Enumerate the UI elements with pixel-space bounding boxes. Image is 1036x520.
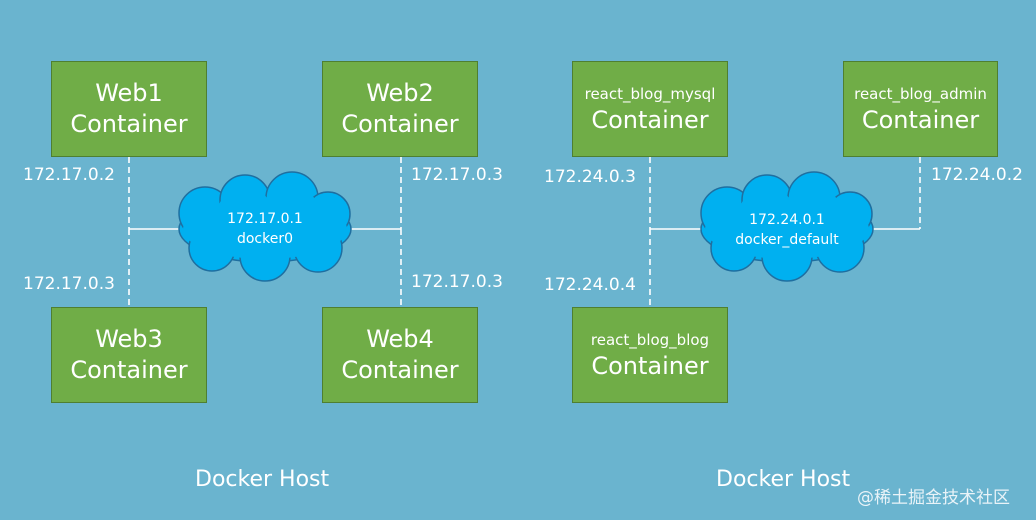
network-gateway: 172.17.0.1 [227, 211, 303, 227]
container-type: Container [341, 110, 459, 138]
ip-web2: 172.17.0.3 [411, 165, 503, 185]
container-type: Container [341, 356, 459, 384]
ip-web3: 172.17.0.3 [23, 274, 115, 294]
network-name: docker0 [236, 231, 294, 247]
container-react-blog-blog: react_blog_blog Container [572, 307, 728, 403]
container-type: Container [70, 356, 188, 384]
container-web4: Web4 Container [322, 307, 478, 403]
network-docker0-label: 172.17.0.1 docker0 [195, 209, 335, 249]
container-web1: Web1 Container [51, 61, 207, 157]
host-label-right: Docker Host [716, 467, 851, 492]
network-gateway: 172.24.0.1 [749, 212, 825, 228]
container-name: react_blog_mysql [584, 84, 716, 103]
host-label-left: Docker Host [195, 467, 330, 492]
container-name: Web4 [366, 325, 434, 353]
cloud-docker-default [700, 171, 874, 282]
cloud-docker0 [178, 171, 352, 282]
watermark: @稀土掘金技术社区 [857, 488, 1010, 508]
ip-mysql: 172.24.0.3 [544, 167, 636, 187]
container-react-blog-mysql: react_blog_mysql Container [572, 61, 728, 157]
ip-admin: 172.24.0.2 [931, 165, 1023, 185]
container-name: Web2 [366, 79, 434, 107]
ip-web4: 172.17.0.3 [411, 272, 503, 292]
container-type: Container [591, 351, 709, 380]
container-type: Container [861, 105, 980, 134]
container-web3: Web3 Container [51, 307, 207, 403]
network-name: docker_default [735, 232, 839, 248]
ip-web1: 172.17.0.2 [23, 165, 115, 185]
container-name: react_blog_admin [854, 84, 987, 103]
container-react-blog-admin: react_blog_admin Container [843, 61, 998, 157]
ip-blog: 172.24.0.4 [544, 275, 636, 295]
network-docker-default-label: 172.24.0.1 docker_default [712, 210, 862, 250]
container-type: Container [591, 105, 709, 134]
container-name: Web1 [95, 79, 163, 107]
container-name: Web3 [95, 325, 163, 353]
container-name: react_blog_blog [590, 330, 710, 349]
container-type: Container [70, 110, 188, 138]
container-web2: Web2 Container [322, 61, 478, 157]
